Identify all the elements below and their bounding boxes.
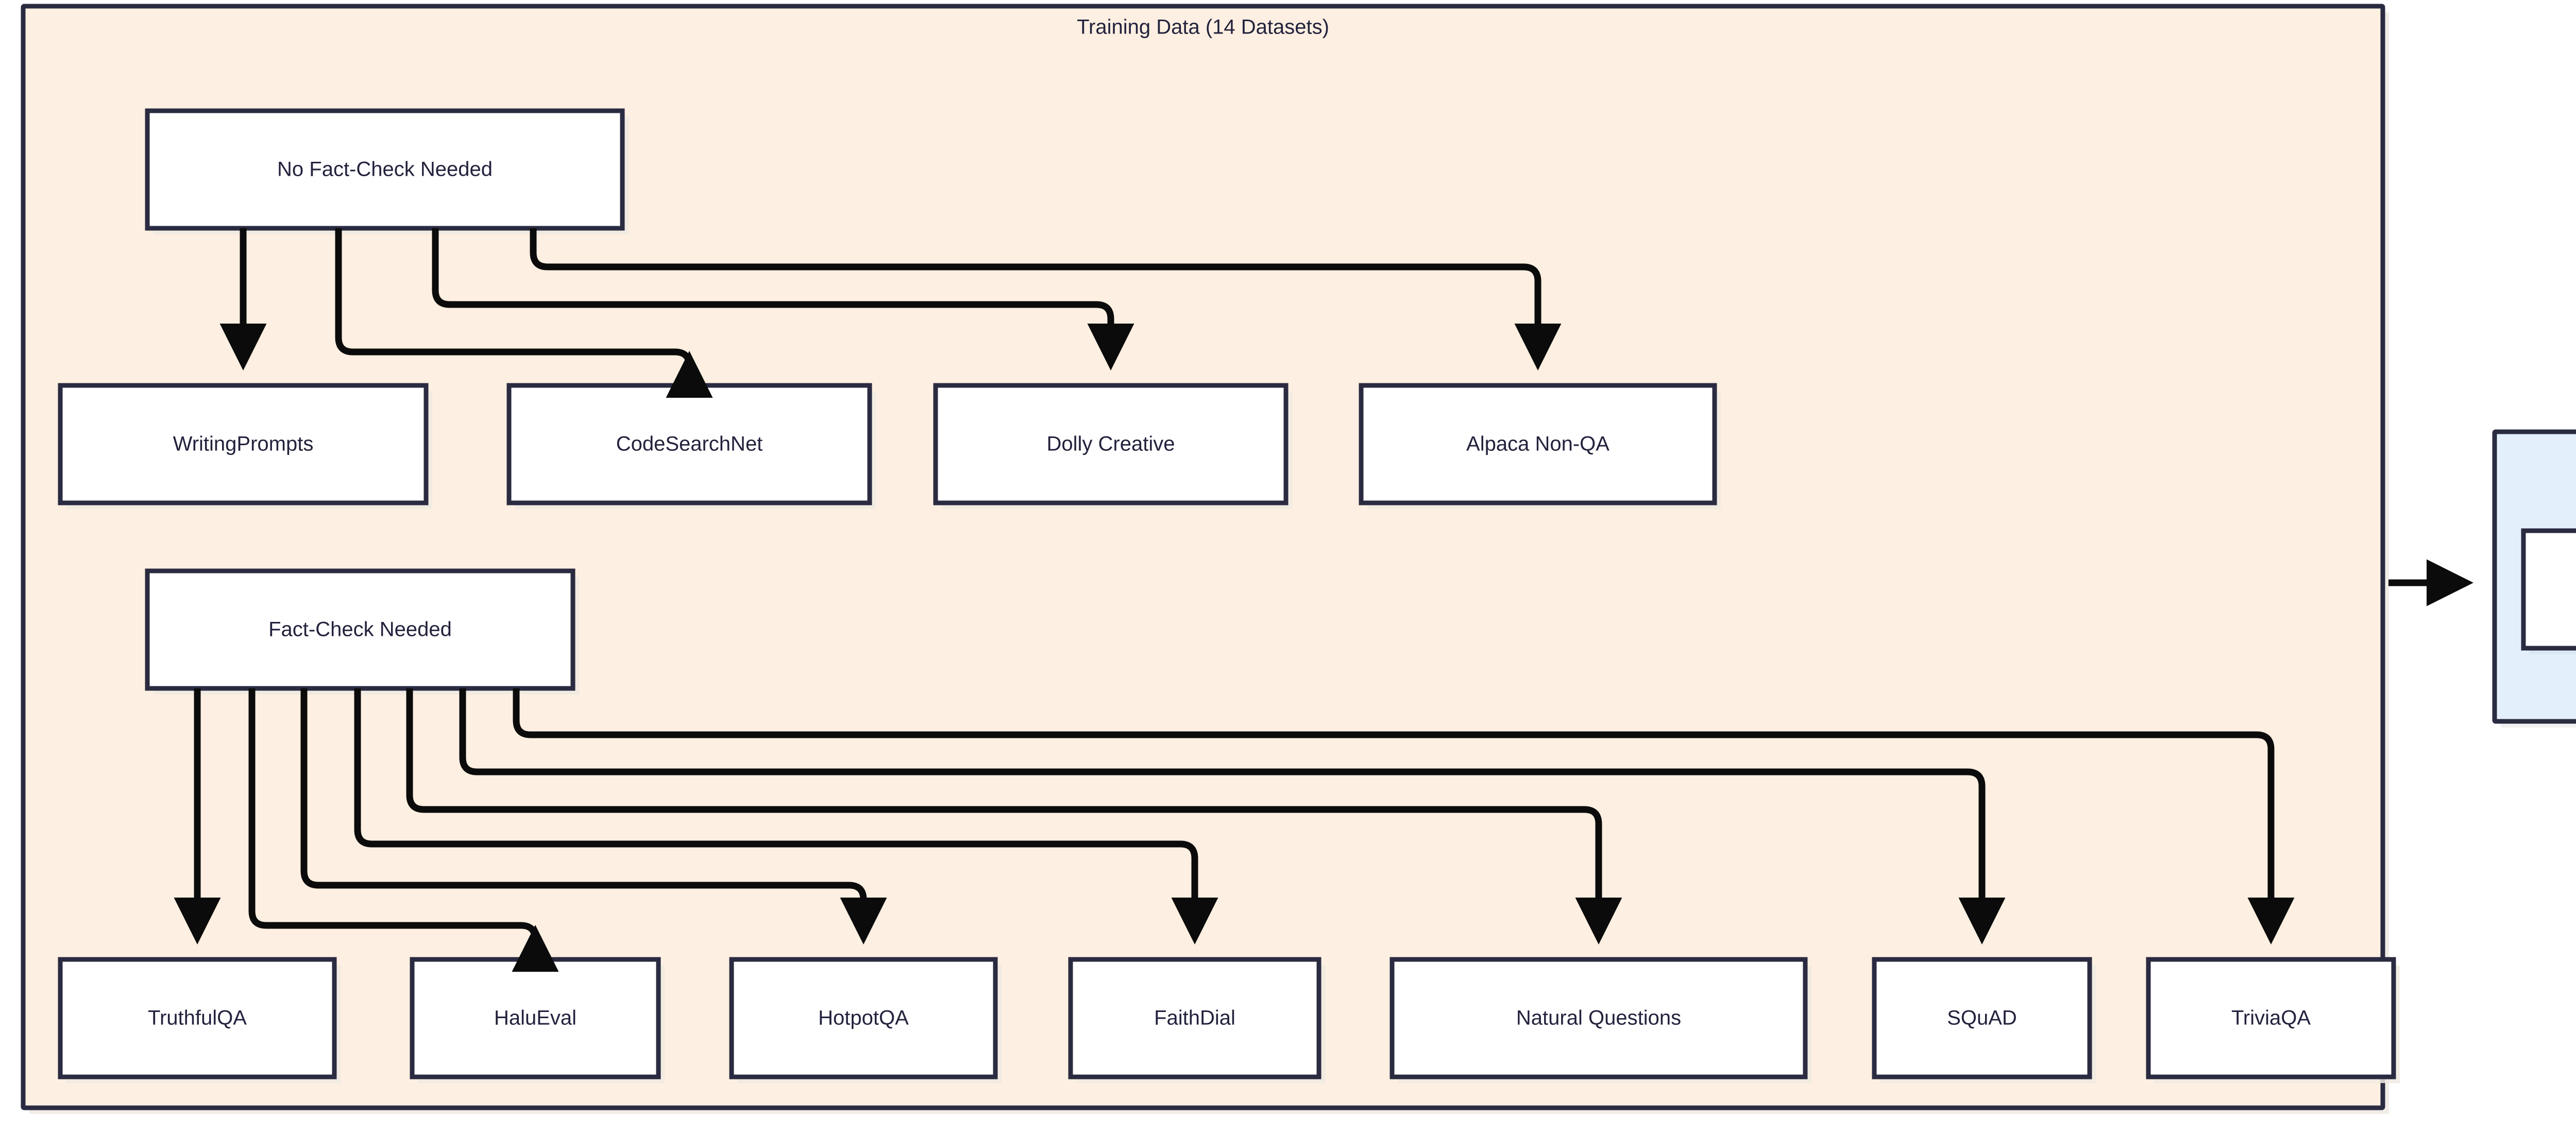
edge-fact-check-to-squad [459,688,2006,944]
node-modernbert-base[interactable]: ModernBERT Base [2521,528,2576,654]
edge-fact-check-to-triviaqa [513,688,2295,944]
node-alpaca-non-qa[interactable]: Alpaca Non-QA [1359,383,1721,509]
node-fact-check-needed[interactable]: Fact-Check Needed [145,568,579,695]
node-faithdial[interactable]: FaithDial [1068,957,1325,1083]
node-squad-box [1872,957,2092,1079]
node-natural-questions[interactable]: Natural Questions [1389,957,1811,1083]
node-dolly-creative-box [933,383,1289,505]
node-hotpotqa-box [729,957,998,1079]
node-hotpotqa[interactable]: HotpotQA [729,957,1002,1083]
node-truthfulqa-box [58,957,337,1079]
edge-no-fact-check-to-codesearchnet [335,228,713,398]
node-fact-check-needed-box [145,568,575,691]
node-writingprompts-box [58,383,429,505]
node-codesearchnet-box [506,383,872,505]
node-faithdial-box [1068,957,1321,1079]
node-writingprompts[interactable]: WritingPrompts [58,383,432,509]
node-alpaca-non-qa-box [1359,383,1717,505]
group-training-data-frame [21,4,2385,1110]
group-training-data: Training Data (14 Datasets) [21,4,2389,1114]
node-triviaqa-box [2146,957,2396,1079]
node-codesearchnet[interactable]: CodeSearchNet [506,383,876,509]
edge-group-fact-check [174,688,2295,972]
node-triviaqa[interactable]: TriviaQA [2146,957,2400,1083]
node-dolly-creative[interactable]: Dolly Creative [933,383,1292,509]
node-no-fact-check-needed-box [145,108,625,231]
edge-no-fact-check-to-alpaca-non-qa [530,228,1562,370]
edge-fact-check-to-hotpotqa [300,688,887,944]
edge-group-no-fact-check [219,228,1562,398]
node-no-fact-check-needed[interactable]: No Fact-Check Needed [145,108,629,234]
edge-fact-check-to-halueval [248,688,559,972]
edge-fact-check-to-faithdial [354,688,1218,944]
node-modernbert-base-box [2521,528,2576,651]
edge-no-fact-check-to-dolly-creative [432,228,1134,370]
node-natural-questions-box [1389,957,1808,1079]
node-halueval-box [410,957,661,1079]
node-truthfulqa[interactable]: TruthfulQA [58,957,341,1083]
node-haluéval[interactable]: HaluEval [410,957,665,1083]
edge-fact-check-to-natural-questions [406,688,1622,944]
node-squad[interactable]: SQuAD [1872,957,2096,1083]
